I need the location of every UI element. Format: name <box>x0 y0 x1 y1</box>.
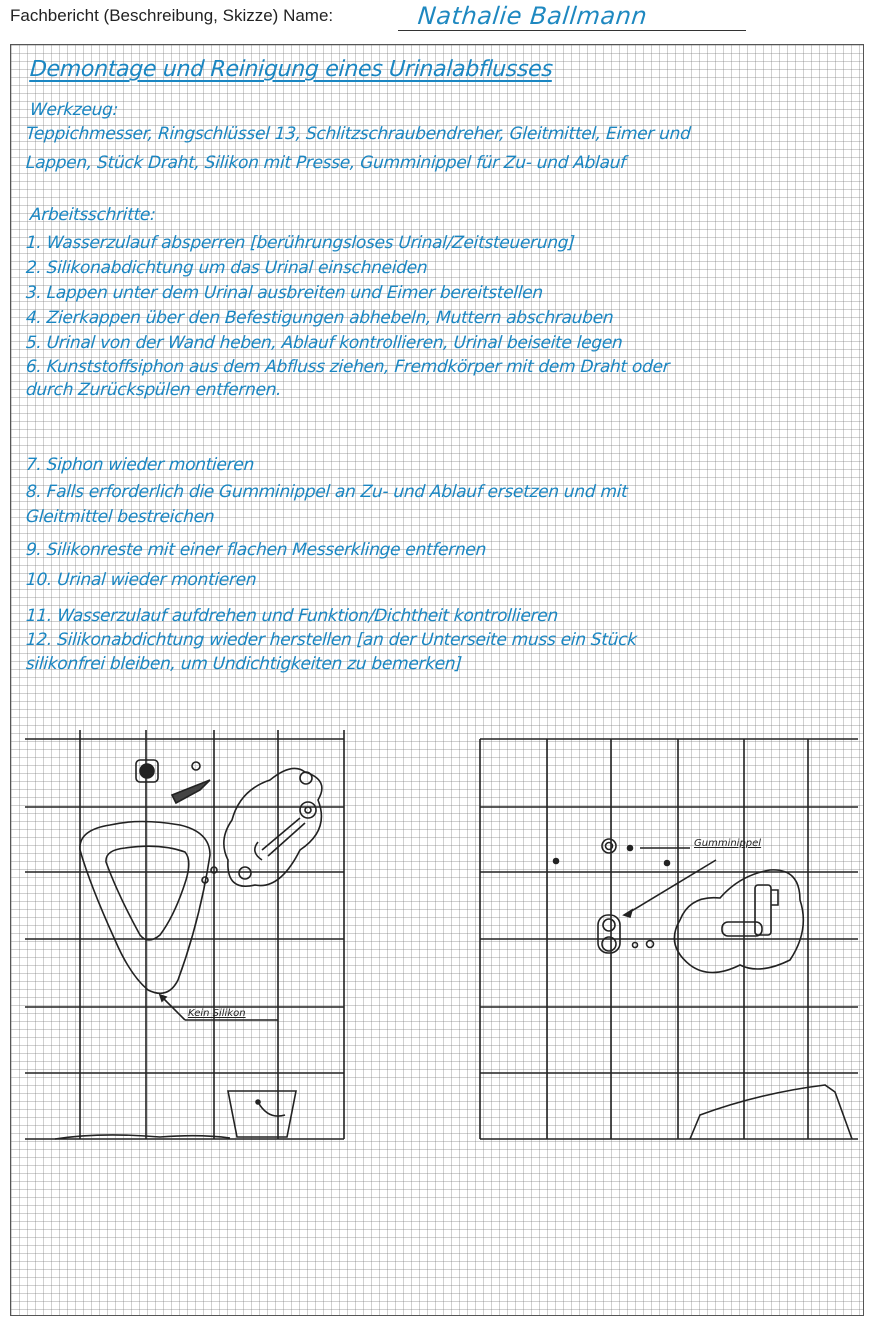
right-wall-tiles <box>479 738 858 1140</box>
bucket-icon <box>54 1090 297 1140</box>
urinal-removed-icon <box>689 1084 853 1140</box>
wall-connections <box>552 838 717 954</box>
urinal-drawing <box>79 820 211 995</box>
form-label: Fachbericht (Beschreibung, Skizze) Name: <box>10 6 334 25</box>
name-underline <box>398 30 746 31</box>
gumminippel-label: Gumminippel <box>694 838 762 849</box>
kein-silikon-label: Kein Silikon <box>188 1008 246 1019</box>
drain-cover-icon <box>135 759 211 805</box>
grid-paper <box>10 44 864 1316</box>
kein-silikon-arrow <box>158 993 278 1021</box>
siphon-cloud-icon <box>673 869 805 974</box>
wrench-cloud-icon <box>201 767 323 887</box>
left-wall-tiles <box>25 730 345 1140</box>
